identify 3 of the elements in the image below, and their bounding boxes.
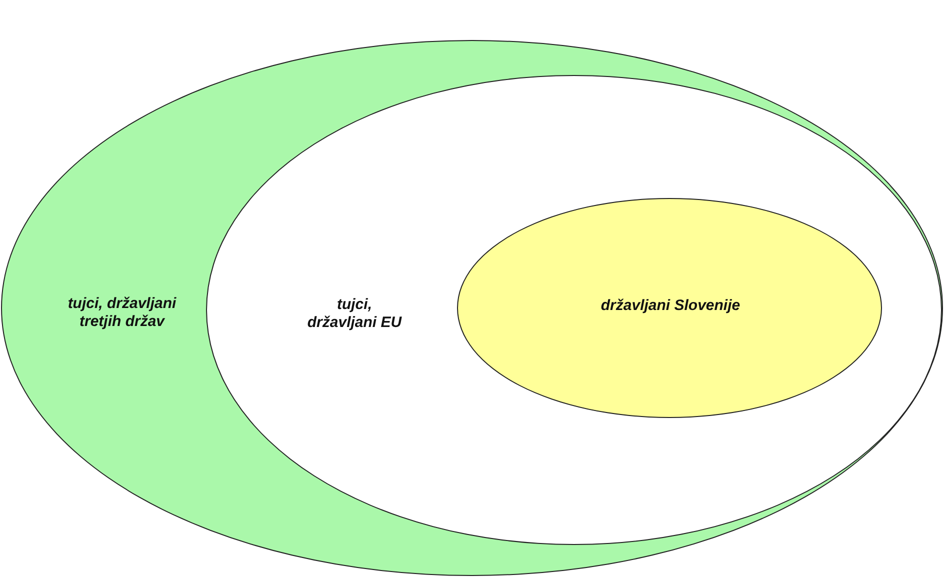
region-label: državljani Slovenije bbox=[600, 297, 742, 315]
region-label: tujci, državljani tretjih držav bbox=[66, 295, 178, 331]
region-label: tujci, državljani EU bbox=[306, 296, 403, 332]
